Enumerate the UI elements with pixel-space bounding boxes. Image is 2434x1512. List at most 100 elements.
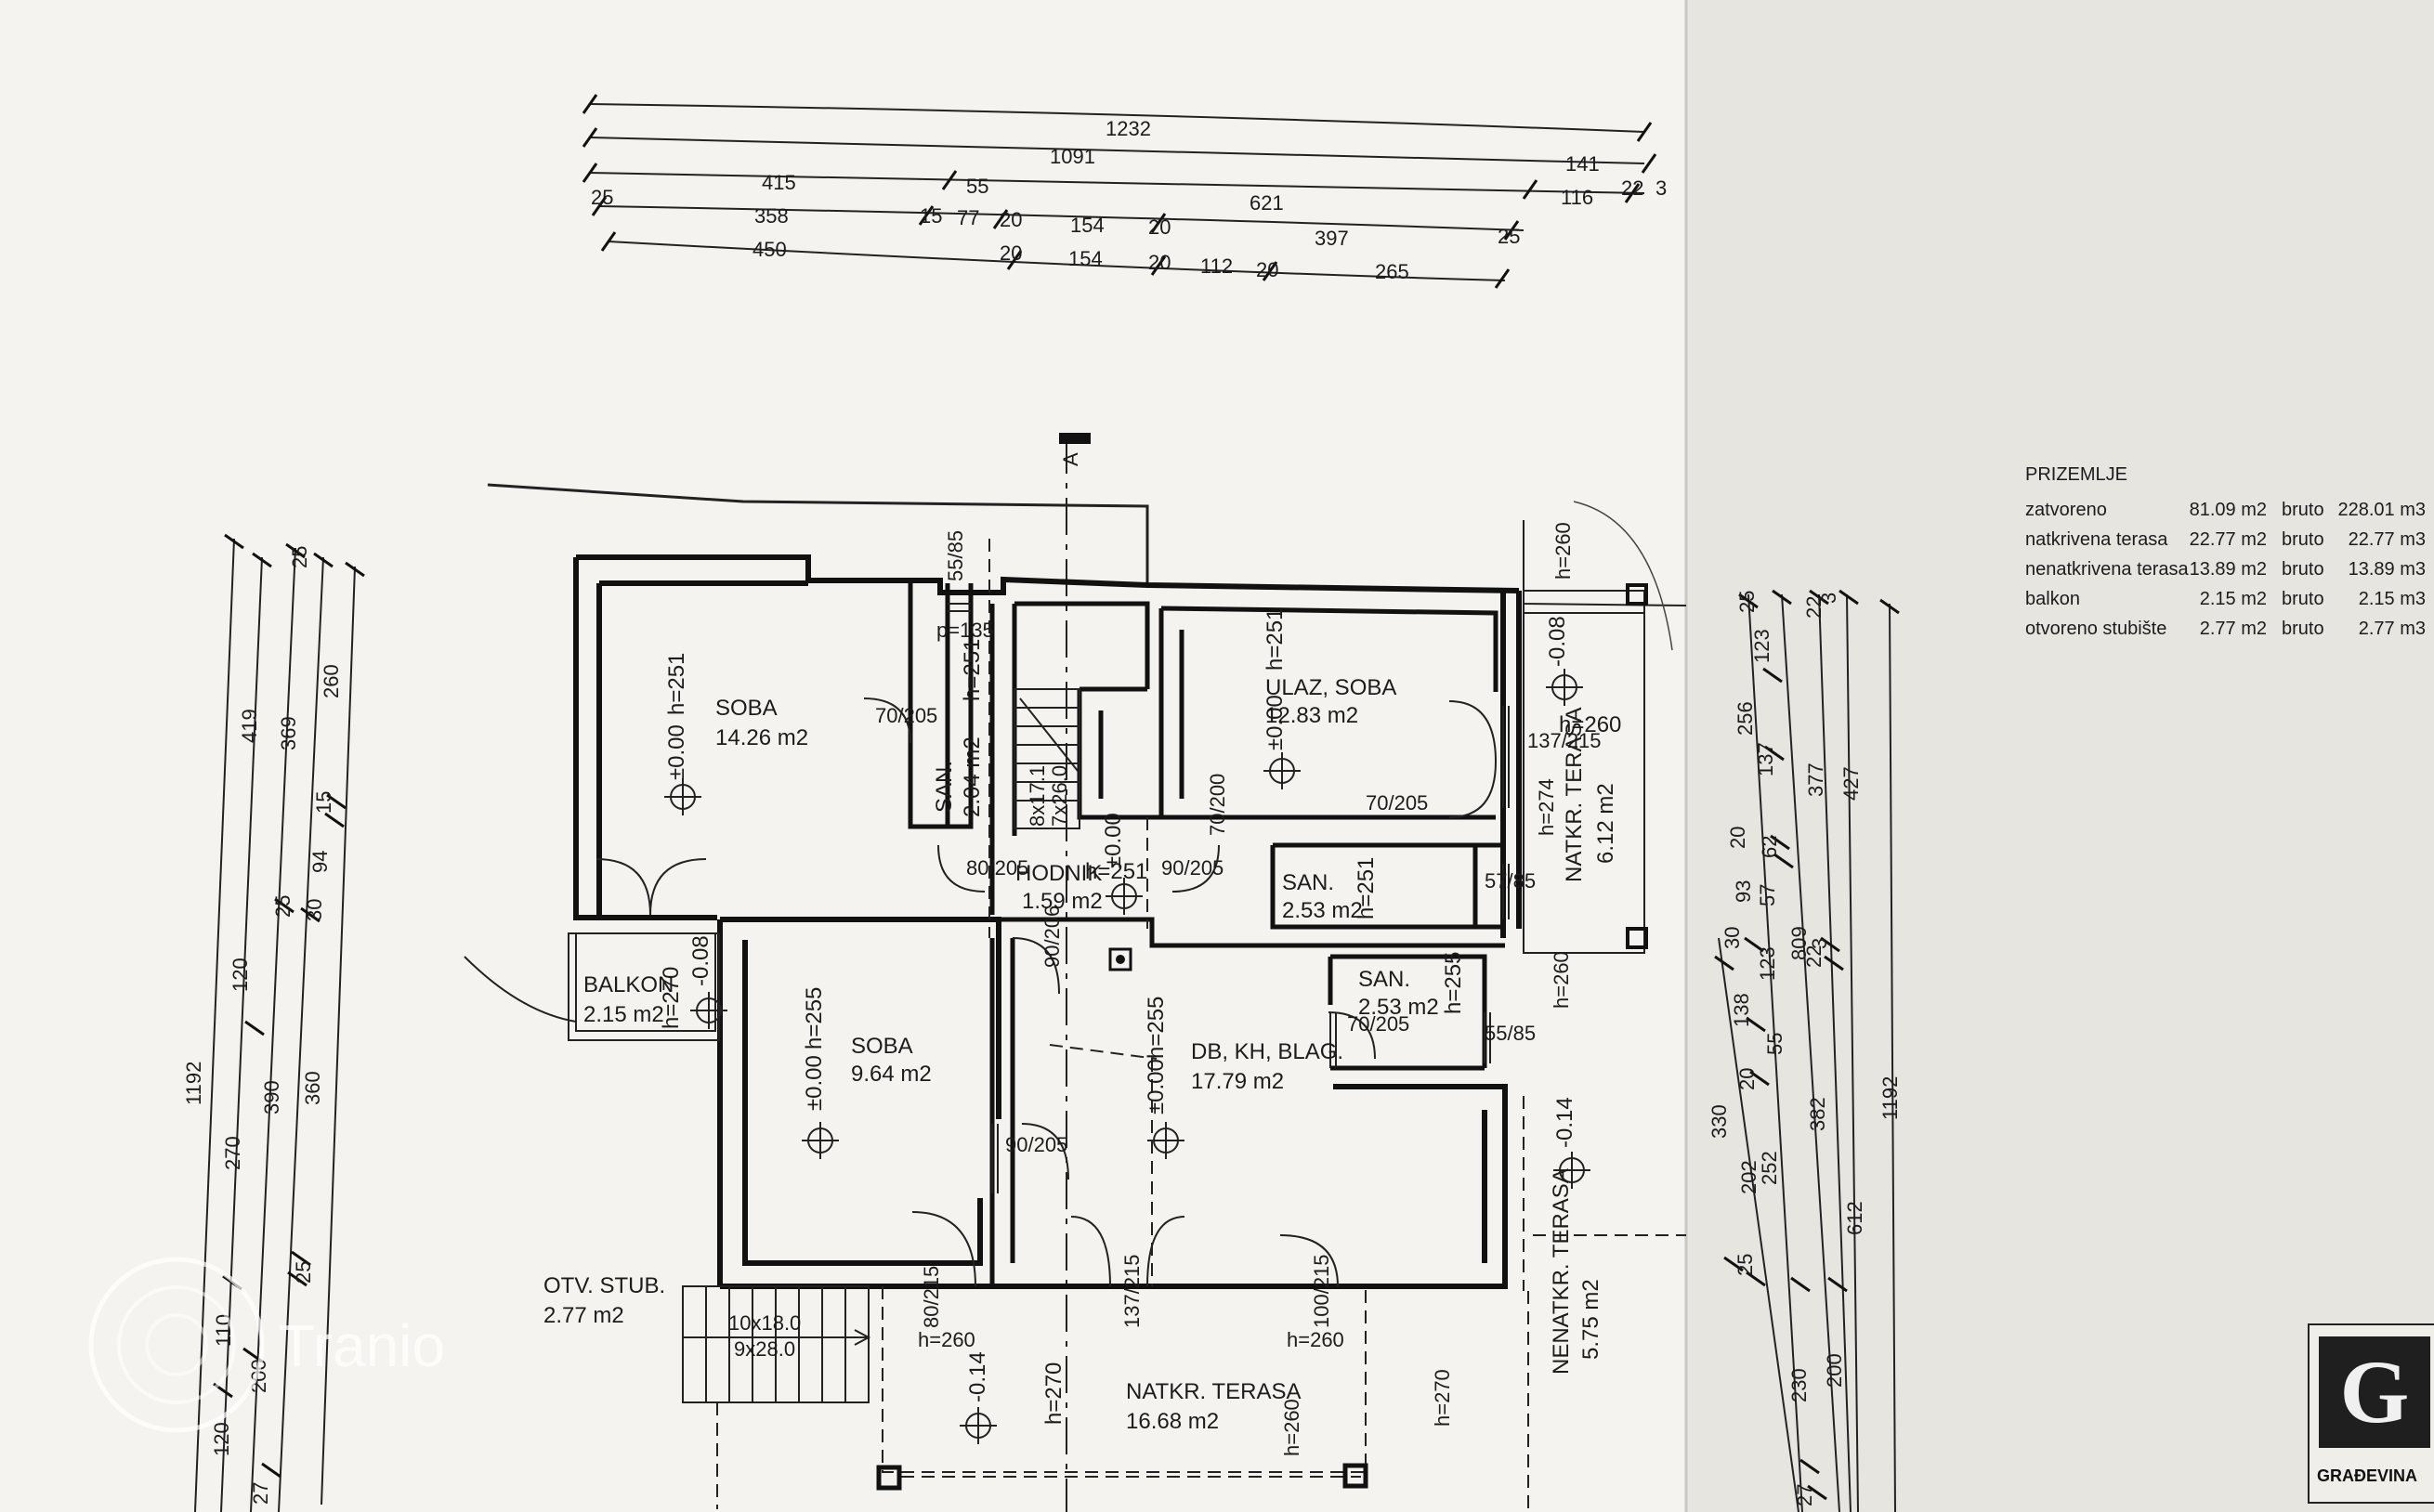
opening-labels: 70/205 80/205 90/205 70/200 70/205 137/2… <box>728 522 1602 1456</box>
room-soba-1-height: h=251 <box>664 653 689 715</box>
summary-area: 81.09 m2 <box>2189 499 2267 520</box>
summary-label: natkrivena terasa <box>2025 528 2168 550</box>
dim-top-20b: 20 <box>1148 215 1171 239</box>
room-db-height: h=255 <box>1144 997 1169 1059</box>
section-marker-label: A <box>1059 452 1082 466</box>
top-dimension-values: 1232 1091 141 415 55 621 116 22 3 25 358… <box>591 117 1667 283</box>
summary-area: 2.15 m2 <box>2199 588 2267 609</box>
summary-label: zatvoreno <box>2025 499 2107 520</box>
summary-area: 2.77 m2 <box>2199 618 2267 639</box>
summary-kind: bruto <box>2282 588 2324 609</box>
room-soba-2-height: h=255 <box>802 987 827 1049</box>
dim-right-27: 27 <box>1793 1484 1816 1506</box>
dim-right-20b: 20 <box>1735 1068 1759 1090</box>
summary-area: 13.89 m2 <box>2189 558 2267 580</box>
dim-top-1091: 1091 <box>1050 145 1095 168</box>
room-hodnik-height: h=251 <box>1085 859 1147 884</box>
summary-row: natkrivena terasa 22.77 m2 bruto 22.77 m… <box>2025 525 2434 554</box>
dim-right-200: 200 <box>1823 1353 1846 1388</box>
room-soba-1-level: ±0.00 <box>664 724 689 780</box>
room-hodnik-name: HODNIK <box>1015 861 1102 886</box>
dim-right-137: 137 <box>1754 742 1777 776</box>
room-nenatkr-level: -0.14 <box>1552 1097 1577 1148</box>
height-260-terasa-c: h=260 <box>1280 1399 1303 1456</box>
stair-8x17: 8x17.1 <box>1026 765 1049 827</box>
summary-row: zatvoreno 81.09 m2 bruto 228.01 m3 <box>2025 495 2434 525</box>
level-markers <box>664 669 1590 1444</box>
dim-right-256: 256 <box>1734 701 1757 736</box>
stair-10x18: 10x18.0 <box>728 1311 801 1335</box>
title-block-stamp: G GRAĐEVINA <box>2308 1323 2434 1504</box>
summary-row: balkon 2.15 m2 bruto 2.15 m3 <box>2025 584 2434 614</box>
dim-left-120b: 120 <box>210 1422 233 1456</box>
dim-top-20e: 20 <box>1256 258 1278 281</box>
room-labels: SOBA 14.26 m2 h=251 ±0.00 SAN. 2.04 m2 h… <box>543 608 1621 1434</box>
dim-right-252: 252 <box>1758 1151 1781 1185</box>
opening-137-215-a: 137/215 <box>1527 729 1602 752</box>
dim-left-369: 369 <box>277 716 300 750</box>
summary-kind: bruto <box>2282 558 2324 580</box>
opening-70-205-b: 70/205 <box>1366 791 1428 815</box>
dim-top-116: 116 <box>1561 186 1593 209</box>
dim-top-112: 112 <box>1200 254 1233 278</box>
opening-90-205-a: 90/205 <box>1161 856 1224 880</box>
dim-right-809: 809 <box>1787 926 1811 960</box>
dim-right-22b: 22 <box>1802 945 1826 968</box>
room-soba-1-area: 14.26 m2 <box>715 725 808 750</box>
room-ulaz-level: ±0.00 <box>1263 695 1288 750</box>
summary-value: 2.77 m3 <box>2358 618 2426 639</box>
room-soba-2-name: SOBA <box>851 1034 913 1059</box>
summary-area: 22.77 m2 <box>2189 528 2267 550</box>
room-db-area: 17.79 m2 <box>1191 1069 1284 1094</box>
height-270-right: h=270 <box>1431 1369 1454 1427</box>
dim-right-230: 230 <box>1787 1368 1811 1402</box>
terrace-posts <box>876 583 1648 1491</box>
dim-left-27: 27 <box>249 1482 272 1505</box>
opening-55-85-b: 55/85 <box>944 530 967 581</box>
dim-right-138: 138 <box>1730 993 1753 1027</box>
dim-right-3: 3 <box>1817 593 1840 604</box>
dim-right-57: 57 <box>1756 884 1779 906</box>
room-db-level: ±0.00 <box>1144 1059 1169 1114</box>
summary-title: PRIZEMLJE <box>2025 464 2128 485</box>
dim-top-25b: 25 <box>1498 225 1520 248</box>
room-ulaz-area: 12.83 m2 <box>1265 703 1358 728</box>
dim-top-154a: 154 <box>1070 214 1105 237</box>
dim-right-55: 55 <box>1763 1033 1786 1055</box>
stair-7x26: 7x26.0 <box>1048 765 1071 827</box>
room-balkon-height: h=270 <box>659 967 684 1029</box>
height-274: h=274 <box>1535 778 1558 836</box>
summary-value: 13.89 m3 <box>2348 558 2426 580</box>
room-db-name: DB, KH, BLAG. <box>1191 1039 1343 1064</box>
right-dimension-ticks <box>1714 589 1900 1501</box>
dim-right-3b: 3 <box>1808 938 1831 949</box>
top-dimension-ticks <box>582 94 1657 289</box>
dim-left-30: 30 <box>303 899 326 921</box>
dim-left-200: 200 <box>247 1359 270 1393</box>
opening-90-206: 90/206 <box>1040 906 1064 968</box>
dim-right-202: 202 <box>1737 1160 1760 1194</box>
dim-right-22: 22 <box>1802 596 1826 619</box>
room-otv-stub-area: 2.77 m2 <box>543 1303 624 1328</box>
dim-top-15: 15 <box>920 204 942 228</box>
room-san-1-height: h=251 <box>960 639 985 701</box>
room-hodnik-level: ±0.00 <box>1101 813 1126 868</box>
summary-kind: bruto <box>2282 528 2324 550</box>
right-dimension-lines <box>1718 593 1896 1512</box>
dim-right-1192: 1192 <box>1878 1076 1902 1120</box>
room-hodnik-area: 1.59 m2 <box>1022 889 1103 914</box>
dim-left-260: 260 <box>320 664 343 698</box>
paper-right <box>1686 0 2434 1512</box>
dim-top-621: 621 <box>1250 191 1284 215</box>
terrain-line <box>487 483 1149 585</box>
dim-right-123: 123 <box>1750 629 1773 663</box>
chimney <box>1108 947 1132 971</box>
dim-left-110: 110 <box>212 1314 235 1347</box>
opening-80-215: 80/215 <box>920 1266 943 1328</box>
dim-left-270: 270 <box>221 1136 244 1170</box>
summary-value: 228.01 m3 <box>2337 499 2426 520</box>
summary-label: otvoreno stubište <box>2025 618 2167 639</box>
dim-right-62: 62 <box>1758 836 1781 858</box>
room-san-2-height: h=251 <box>1354 857 1379 919</box>
